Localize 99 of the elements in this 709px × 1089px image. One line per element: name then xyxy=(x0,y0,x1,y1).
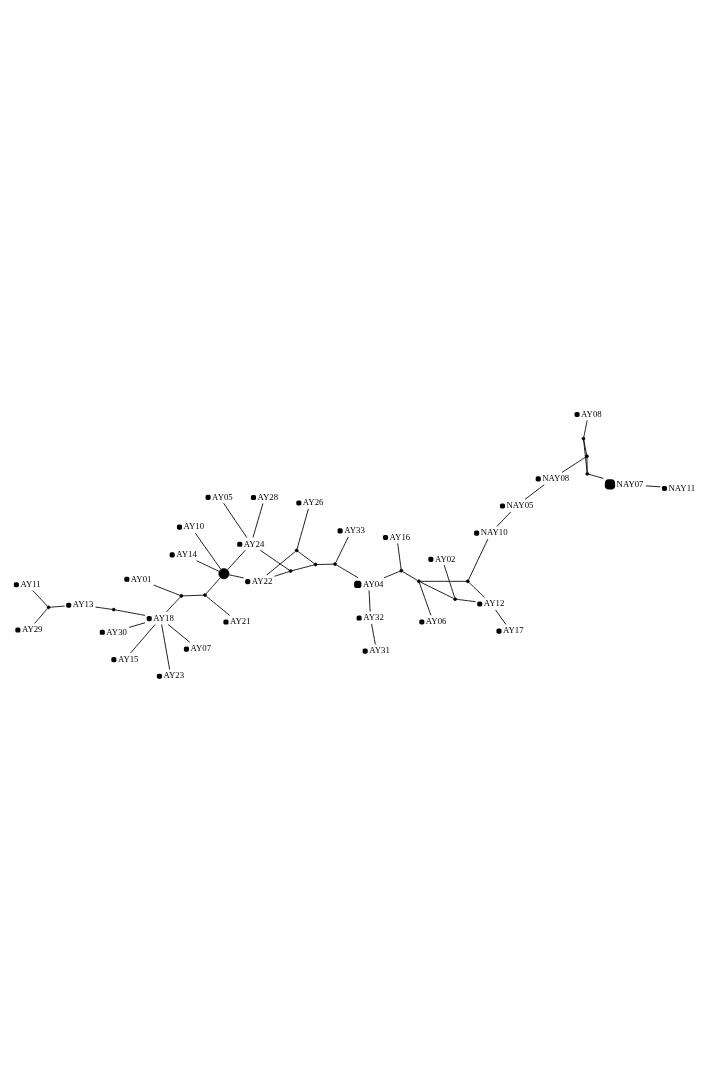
node-label: AY17 xyxy=(503,624,524,635)
connector xyxy=(588,473,604,479)
node-label: AY30 xyxy=(106,626,127,637)
connector xyxy=(456,598,477,602)
node-label: AY07 xyxy=(190,642,212,653)
node-circle xyxy=(585,453,589,458)
node-label: AY01 xyxy=(130,573,152,584)
node-label: AY21 xyxy=(229,615,251,626)
node-label: AY16 xyxy=(389,531,411,542)
node-label: AY12 xyxy=(483,597,505,608)
connector xyxy=(34,607,48,624)
connector xyxy=(49,605,66,608)
connector xyxy=(114,608,146,616)
node-label: AY29 xyxy=(21,623,43,634)
node-circle xyxy=(179,593,184,598)
node-label: AY08 xyxy=(581,408,602,419)
node-label: AY10 xyxy=(183,520,205,531)
connector xyxy=(645,484,661,487)
connector xyxy=(561,456,586,473)
node-label: NAY08 xyxy=(542,472,570,483)
connector xyxy=(266,550,296,575)
node-circle xyxy=(453,596,457,601)
node-label: AY33 xyxy=(344,524,365,535)
connector xyxy=(161,623,171,670)
node-label: AY31 xyxy=(369,644,390,655)
node-label: AY11 xyxy=(20,578,41,589)
node-label: NAY05 xyxy=(506,499,534,510)
node-label: AY26 xyxy=(302,496,324,507)
connector xyxy=(468,538,489,580)
node-label: NAY11 xyxy=(668,482,696,493)
connector xyxy=(443,564,456,598)
node-circle xyxy=(417,579,421,583)
connector xyxy=(383,570,401,578)
node-circle xyxy=(111,607,116,611)
connector xyxy=(252,502,264,538)
connector xyxy=(419,581,455,599)
connector xyxy=(335,563,359,578)
node-circle xyxy=(399,568,404,572)
connector xyxy=(586,456,588,473)
node-label: AY24 xyxy=(243,538,265,549)
connector xyxy=(583,439,588,473)
connector xyxy=(397,542,402,569)
connector xyxy=(259,549,290,571)
connector xyxy=(368,589,371,612)
node-label: AY28 xyxy=(257,491,279,502)
connector xyxy=(223,502,248,538)
node-label: AY22 xyxy=(251,575,273,586)
connector xyxy=(496,510,512,527)
connector xyxy=(583,439,588,455)
connector xyxy=(182,594,204,596)
connector xyxy=(297,550,315,564)
node-circle xyxy=(581,436,586,440)
connector xyxy=(274,570,290,577)
connector xyxy=(296,507,309,549)
connector xyxy=(194,532,222,570)
connector xyxy=(128,621,146,628)
connector xyxy=(524,483,545,500)
node-label: AY06 xyxy=(425,615,447,626)
node-label: AY04 xyxy=(362,578,384,589)
node-circle xyxy=(333,561,337,566)
connector xyxy=(167,623,191,643)
node-circle xyxy=(294,548,299,552)
node-label: NAY07 xyxy=(616,478,644,489)
connector xyxy=(205,576,221,594)
node-label: AY13 xyxy=(72,598,94,609)
node-label: AY23 xyxy=(163,669,185,680)
connector xyxy=(227,549,246,570)
node-circle xyxy=(203,592,207,597)
connector xyxy=(228,573,244,578)
node-circle xyxy=(585,471,590,476)
node-circle xyxy=(465,579,470,583)
connector xyxy=(402,570,418,581)
connector xyxy=(153,584,181,596)
node-circle xyxy=(313,562,318,566)
node-label: AY05 xyxy=(212,491,233,502)
node-label: AY18 xyxy=(153,612,174,623)
node-label: AY15 xyxy=(117,653,139,664)
node-circle xyxy=(218,567,230,579)
connector xyxy=(420,580,467,582)
connector xyxy=(165,596,181,612)
connector xyxy=(32,589,48,607)
node-label: AY14 xyxy=(176,548,197,559)
connector xyxy=(205,595,231,616)
connector xyxy=(291,564,315,571)
connector xyxy=(196,559,220,572)
connector xyxy=(130,623,156,653)
connector xyxy=(371,623,376,645)
connector xyxy=(468,581,485,598)
connector xyxy=(95,606,113,610)
node-circle xyxy=(46,605,51,609)
connector xyxy=(495,608,507,625)
connector xyxy=(419,581,432,616)
connector xyxy=(335,536,349,563)
node-label: AY32 xyxy=(363,611,384,622)
connector xyxy=(583,419,588,437)
node-label: NAY10 xyxy=(480,526,508,537)
connector xyxy=(316,563,334,565)
node-label: AY02 xyxy=(434,553,456,564)
node-circle xyxy=(288,568,293,573)
